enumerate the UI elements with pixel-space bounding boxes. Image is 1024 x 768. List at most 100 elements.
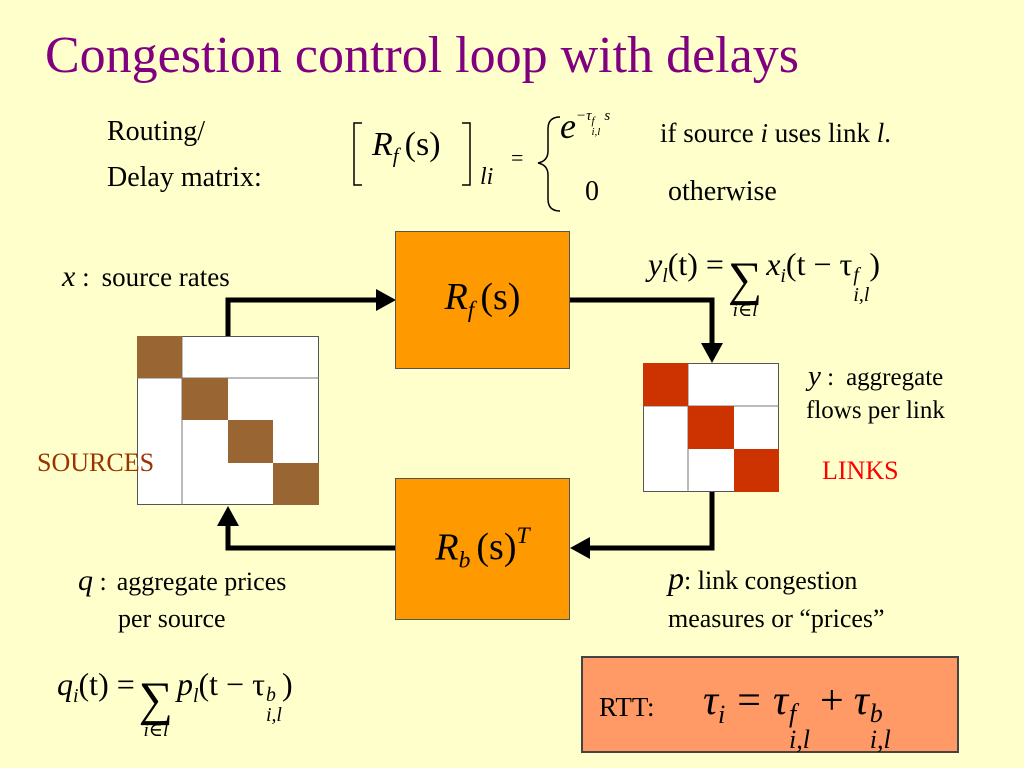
y-label-line2: flows per link [806,397,945,424]
y-eq-x: x [766,246,781,282]
q-eq-p: p [176,666,193,702]
rtt-tau: τ [703,678,719,724]
link-cell [688,406,734,449]
q-eq-tau-sup: b [265,683,276,706]
source-cell [182,378,228,420]
case1-cond-a: if source [660,118,761,148]
p-line1: : link congestion [684,566,858,595]
arrowhead-backward [570,537,590,559]
case1-exp-s: s [604,108,611,124]
forward-routing-box: Rf(s) [395,231,570,369]
case1-cond-l: l [876,118,885,148]
rtt-tau-f-sub: i,l [789,724,810,754]
matrix-R-sub: f [392,143,399,168]
q-eq-q-sub: i [73,684,79,707]
y-line1: aggregate [846,364,944,391]
y-eq-sub: l [662,264,668,287]
q-eq-close: ) [281,666,293,702]
arrowhead-sources [217,506,239,526]
case2-value: 0 [585,176,599,207]
q-eq-arg: (t) = [78,666,135,702]
y-eq-y: y [648,246,663,282]
y-eq-arg: (t) = [667,246,724,282]
y-eq-x-sub: i [780,264,786,287]
rtt-tau-b: τ [853,678,869,724]
y-eq-sum-index: i∈l [732,300,758,322]
q-line1: aggregate prices [116,567,287,596]
routing-matrix-R: Rf(s) [372,128,441,166]
y-eq-close: ) [869,246,880,282]
case2-condition: otherwise [668,176,777,207]
routing-label-line1: Routing/ [107,116,206,147]
matrix-R-arg: (s) [404,126,441,163]
slide-title: Congestion control loop with delays [45,27,799,84]
case1-exp-sup: f [591,115,595,127]
rtt-tau-f-sup: f [789,698,797,728]
case1-exp-tau: −τ [575,108,592,124]
rtt-tau-f: τ [772,678,789,724]
matrix-index: li [480,164,494,190]
arrow-forward-to-links [568,297,715,345]
links-matrix [643,363,779,492]
routing-label-line2: Delay matrix: [107,162,262,193]
backward-R: R [435,526,459,569]
q-label-line1: q : aggregate prices [78,566,286,596]
x-var: x [62,260,76,293]
y-var: y [808,360,821,392]
q-colon: : [93,567,107,596]
arrowhead-forward [376,289,396,311]
rtt-plus: + [820,678,844,724]
rtt-tau-b-sub: i,l [869,724,891,754]
rtt-label: RTT: [599,692,655,722]
arrowhead-links [701,343,723,363]
rtt-eq: = [737,678,761,724]
forward-arg: (s) [480,275,521,318]
q-eq-sum: ∑i∈l [138,672,173,742]
case1-cond-c: . [884,118,892,148]
y-label-line1: y :aggregate [808,362,943,391]
y-eq-tau-sup: f [853,263,859,286]
arrow-links-to-backward [590,492,715,551]
backward-box-label: Rb(s)T [435,524,529,573]
backward-arg: (s) [476,526,517,569]
y-eq-sum: ∑i∈l [727,252,763,322]
y-eq-tau-sub: i,l [853,283,870,306]
q-label-line2: per source [118,604,226,633]
x-colon: : [75,262,90,292]
q-eq-q: q [57,666,73,702]
matrix-equals: = [511,145,524,170]
y-eq-arg-open: (t − τ [785,246,853,282]
case1-exp-sub: i,l [591,126,601,138]
source-cell [137,336,182,378]
link-cell [643,363,688,406]
x-source-rates: x :source rates [62,262,230,292]
forward-sub: f [467,296,475,323]
source-cell [228,420,273,463]
forward-R: R [444,275,468,318]
q-var: q [78,564,93,597]
links-label: LINKS [822,456,899,485]
case1-condition: if source i uses link l. [660,120,891,147]
p-label-line2: measures or “prices” [668,604,885,633]
arrow-sources-to-forward [225,297,378,337]
q-eq-tau-sub: i,l [265,703,282,726]
case1-cond-i: i [760,118,768,148]
matrix-R-letter: R [372,126,393,163]
forward-box-label: Rf(s) [445,278,521,323]
case1-cond-b: uses link [767,118,877,148]
routing-matrix-brackets [353,116,561,212]
q-eq-sum-index: i∈l [143,720,169,742]
arrow-backward-to-sources [225,520,395,551]
p-var: p [668,560,684,596]
